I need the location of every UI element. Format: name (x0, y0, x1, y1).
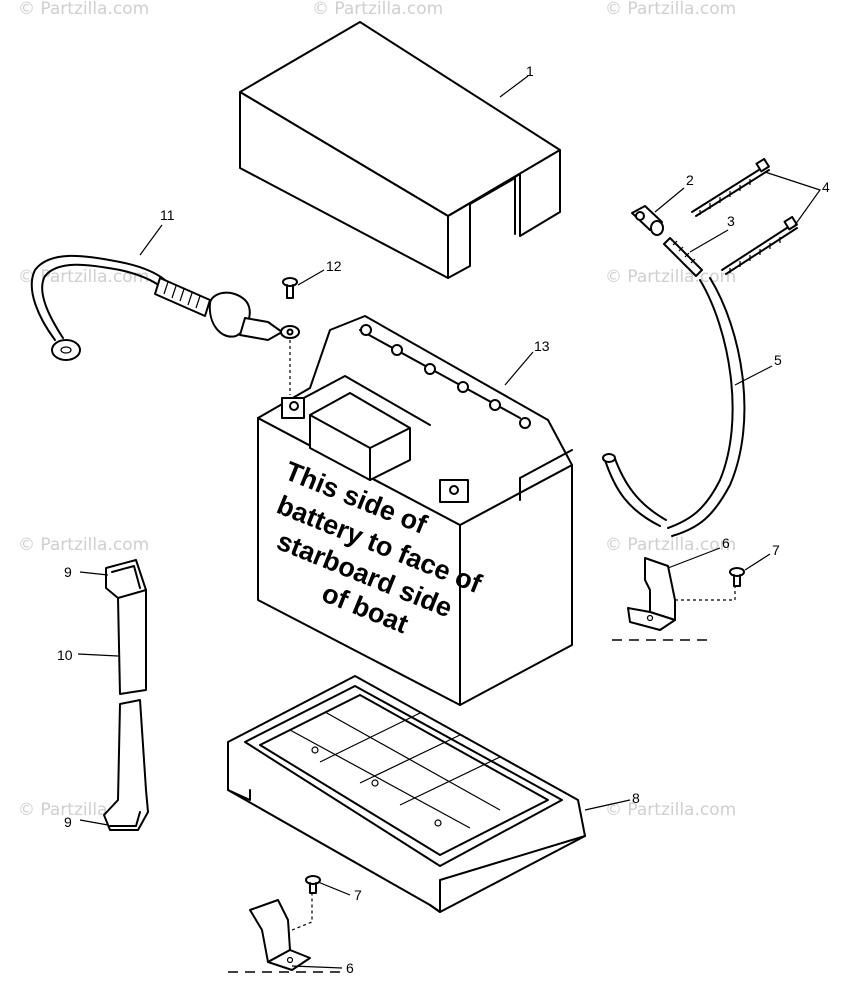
vent-hose (602, 277, 746, 537)
callout-7-lower: 7 (354, 887, 362, 903)
callout-9-upper: 9 (64, 564, 72, 580)
callout-4: 4 (822, 179, 830, 195)
callout-2: 2 (686, 172, 694, 188)
hold-down-bracket-lower (228, 892, 345, 973)
bracket-screw-upper (729, 567, 745, 587)
vent-fitting (631, 205, 664, 236)
battery-tray (227, 675, 586, 913)
battery-cable (30, 254, 300, 361)
battery: This side of battery to face of starboar… (257, 315, 573, 706)
callout-7-upper: 7 (772, 542, 780, 558)
callout-10: 10 (57, 647, 73, 663)
callout-11: 11 (160, 207, 175, 223)
callout-6-upper: 6 (722, 535, 730, 551)
callout-5: 5 (774, 352, 782, 368)
watermark-text: © Partzilla.com (605, 800, 736, 820)
callout-numbers: 1 2 3 4 5 6 7 8 9 9 10 11 12 13 7 6 (57, 63, 830, 976)
watermark-text: © Partzilla.com (605, 267, 736, 287)
hold-down-bracket-upper (612, 557, 736, 641)
callout-leaders (77, 75, 821, 969)
callout-6-lower: 6 (346, 960, 354, 976)
watermark-text: © Partzilla.com (605, 535, 736, 555)
callout-13: 13 (534, 338, 550, 354)
battery-cover (239, 21, 561, 279)
hose-connector (663, 237, 703, 277)
watermark-text: © Partzilla.com (18, 267, 149, 287)
watermark-text: © Partzilla.com (605, 0, 736, 19)
bracket-screw-lower (305, 875, 321, 894)
callout-3: 3 (727, 213, 735, 229)
callout-12: 12 (326, 258, 342, 274)
callout-8: 8 (632, 790, 640, 806)
cable-ties (691, 157, 798, 275)
watermark-text: © Partzilla.com (18, 0, 149, 19)
callout-1: 1 (526, 63, 534, 79)
watermark-text: © Partzilla.com (312, 0, 443, 19)
callout-9-lower: 9 (64, 814, 72, 830)
watermark-text: © Partzilla.com (18, 535, 149, 555)
battery-strap (103, 559, 149, 831)
terminal-bolt (282, 277, 298, 395)
